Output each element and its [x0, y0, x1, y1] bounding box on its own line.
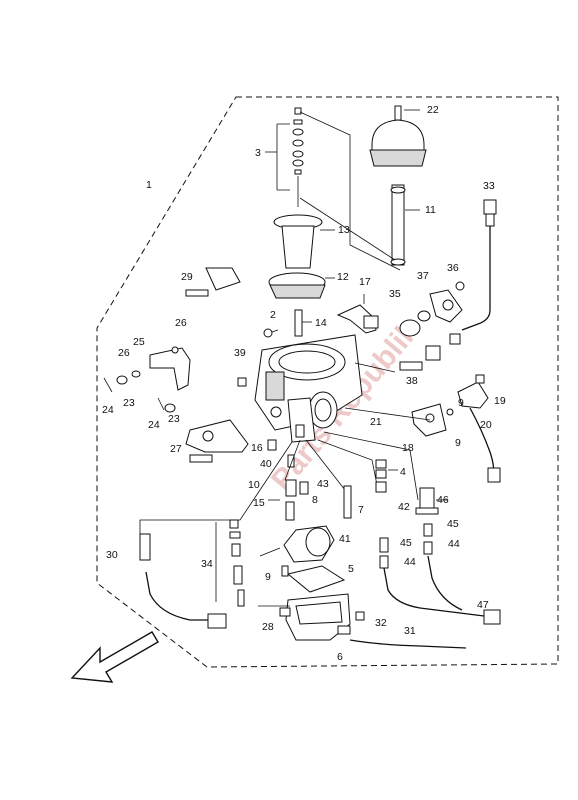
piston-spring-part [390, 184, 420, 266]
part-number-callout: 3 [255, 147, 261, 159]
screw-part [355, 611, 365, 621]
part-number-callout: 2 [270, 309, 276, 321]
enrichener-assembly-part [354, 281, 465, 373]
screw-part [237, 377, 247, 387]
part-number-callout: 31 [404, 625, 416, 637]
carburetor-top-cap-part [369, 105, 427, 167]
front-arrow-icon [70, 631, 159, 683]
part-number-callout: 39 [234, 347, 246, 359]
part-number-callout: 33 [483, 180, 495, 192]
part-number-callout: 10 [248, 479, 260, 491]
pilot-jet-part [229, 519, 245, 607]
part-number-callout: 27 [170, 443, 182, 455]
drain-screw-part [337, 625, 351, 635]
hose-fitting-part [379, 523, 433, 569]
screw-part [263, 328, 279, 338]
part-number-callout: 35 [389, 288, 401, 300]
part-number-callout: 18 [402, 442, 414, 454]
part-number-callout: 46 [437, 494, 449, 506]
float-valve-part [415, 487, 448, 515]
part-number-callout: 38 [406, 375, 418, 387]
throttle-cable-part [461, 199, 497, 331]
part-number-callout: 9 [458, 397, 464, 409]
part-number-callout: 9 [265, 571, 271, 583]
part-number-callout: 36 [447, 262, 459, 274]
float-chamber-gasket-part [286, 565, 346, 593]
part-number-callout: 17 [359, 276, 371, 288]
part-number-callout: 19 [494, 395, 506, 407]
part-number-callout: 26 [118, 347, 130, 359]
part-number-callout: 32 [375, 617, 387, 629]
part-number-callout: 47 [477, 599, 489, 611]
part-number-callout: 44 [448, 538, 460, 550]
float-chamber-part [279, 593, 351, 641]
needle-jet-part [343, 485, 352, 519]
part-number-callout: 9 [455, 437, 461, 449]
part-number-callout: 24 [148, 419, 160, 431]
piston-valve-part [273, 214, 335, 269]
part-number-callout: 23 [123, 397, 135, 409]
diaphragm-ring-part [268, 272, 335, 299]
needle-set-part [265, 107, 304, 207]
part-number-callout: 21 [370, 416, 382, 428]
part-number-callout: 5 [348, 563, 354, 575]
part-number-callout: 45 [447, 518, 459, 530]
part-number-callout: 29 [181, 271, 193, 283]
part-number-callout: 24 [102, 404, 114, 416]
jet-set-part [267, 439, 309, 521]
part-number-callout: 11 [425, 204, 436, 216]
choke-lever-part [185, 419, 249, 463]
sensor-lead-part [383, 555, 501, 625]
part-number-callout: 15 [253, 497, 265, 509]
throttle-stop-bracket-part [103, 346, 191, 413]
main-jet-part [375, 459, 398, 493]
part-number-callout: 1 [146, 179, 152, 191]
assembly-boundary [96, 96, 559, 668]
part-number-callout: 13 [338, 224, 350, 236]
carburetor-body-part [254, 334, 363, 443]
part-number-callout: 42 [398, 501, 410, 513]
part-number-callout: 34 [201, 558, 213, 570]
part-number-callout: 4 [400, 466, 406, 478]
float-part [283, 525, 335, 563]
part-number-callout: 22 [427, 104, 439, 116]
part-number-callout: 6 [337, 651, 343, 663]
float-pin-part [259, 547, 281, 557]
part-number-callout: 45 [400, 537, 412, 549]
throttle-cable-lower-part [139, 533, 227, 629]
part-number-callout: 23 [168, 413, 180, 425]
starter-plunger-part [336, 294, 379, 334]
part-number-callout: 25 [133, 336, 145, 348]
part-number-callout: 44 [404, 556, 416, 568]
part-number-callout: 20 [480, 419, 492, 431]
part-number-callout: 28 [262, 621, 274, 633]
part-number-callout: 14 [315, 317, 327, 329]
part-number-callout: 12 [337, 271, 349, 283]
part-number-callout: 7 [358, 504, 364, 516]
part-number-callout: 41 [339, 533, 351, 545]
part-number-callout: 43 [317, 478, 329, 490]
part-number-callout: 26 [175, 317, 187, 329]
part-number-callout: 30 [106, 549, 118, 561]
pilot-screw-part [294, 309, 312, 337]
part-number-callout: 40 [260, 458, 272, 470]
part-number-callout: 8 [312, 494, 318, 506]
screw-part [281, 565, 289, 577]
cable-holder-part [185, 267, 241, 297]
drain-hose-part [349, 639, 467, 649]
part-number-callout: 37 [417, 270, 429, 282]
part-number-callout: 16 [251, 442, 263, 454]
